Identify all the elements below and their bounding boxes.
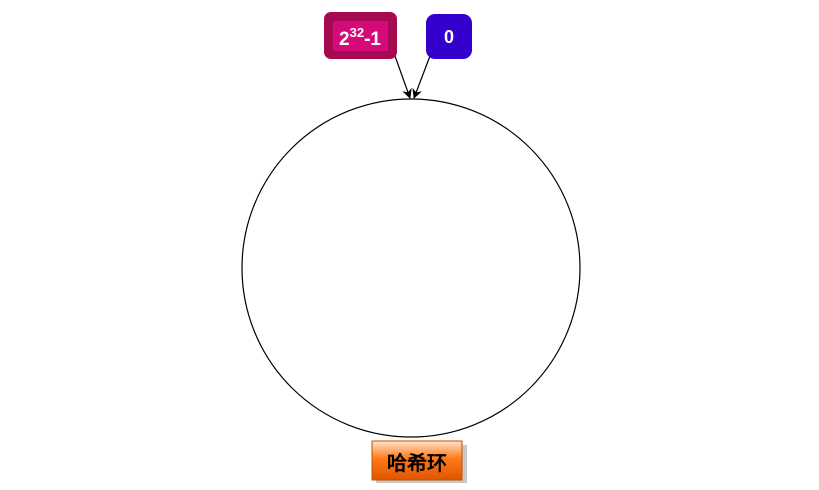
max-value-label: 232-1 [339, 25, 381, 50]
zero-value-label: 0 [444, 27, 454, 47]
hash-ring-label-bg [371, 440, 463, 481]
max-value-arrow [394, 55, 412, 99]
hash-ring-label: 哈希环 [387, 451, 447, 475]
hash-ring-label-box: 哈希环 [371, 440, 467, 483]
zero-value-arrow [412, 55, 431, 99]
max-value-node[interactable]: 232-1 [324, 12, 397, 59]
zero-value-node[interactable]: 0 [426, 14, 472, 59]
hash-ring-circle [241, 98, 581, 438]
zero-value-node-box [426, 14, 472, 59]
max-value-node-inner [333, 21, 388, 51]
